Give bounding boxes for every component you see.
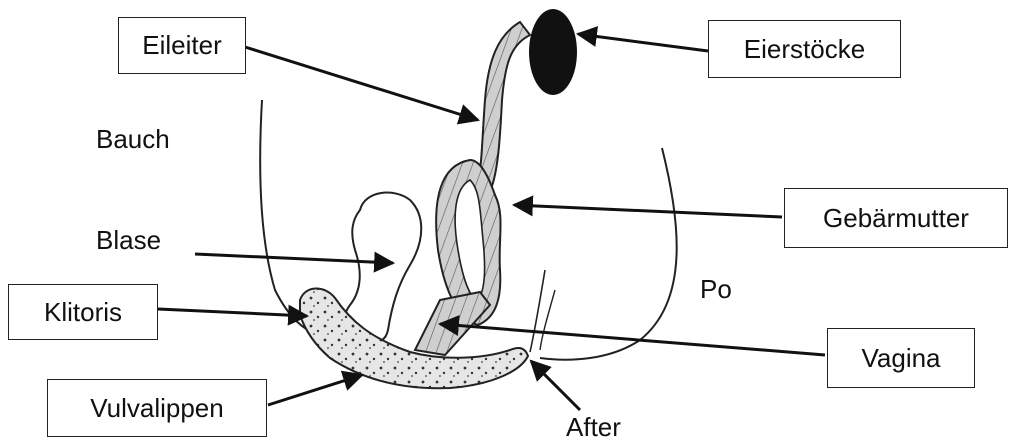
inner-line [530,270,545,352]
bladder [345,193,422,343]
arrow-after [531,361,580,410]
inner-line-2 [540,290,555,350]
label-eierstoecke-text: Eierstöcke [744,34,865,65]
label-vulvalippen-text: Vulvalippen [90,393,223,424]
label-bauch: Bauch [96,124,170,155]
arrow-klitoris [158,309,307,316]
label-po: Po [700,274,732,305]
body-outline-right [540,148,677,360]
arrow-eierstoecke [578,34,708,51]
label-vagina: Vagina [827,328,975,388]
arrow-gebaermutter [514,205,782,217]
oviduct [478,22,530,186]
label-vagina-text: Vagina [861,343,940,374]
label-eierstoecke: Eierstöcke [708,20,901,78]
label-klitoris-text: Klitoris [44,297,122,328]
arrow-eileiter [245,47,478,120]
ovary [529,9,577,95]
arrow-vagina [440,324,825,355]
label-vulvalippen: Vulvalippen [47,379,267,437]
label-gebaermutter-text: Gebärmutter [823,203,969,234]
label-klitoris: Klitoris [8,284,158,340]
label-after: After [566,412,621,443]
arrow-vulvalippen [268,375,362,405]
label-eileiter: Eileiter [118,17,246,74]
label-blase: Blase [96,225,161,256]
label-gebaermutter: Gebärmutter [784,188,1008,248]
label-eileiter-text: Eileiter [142,30,221,61]
